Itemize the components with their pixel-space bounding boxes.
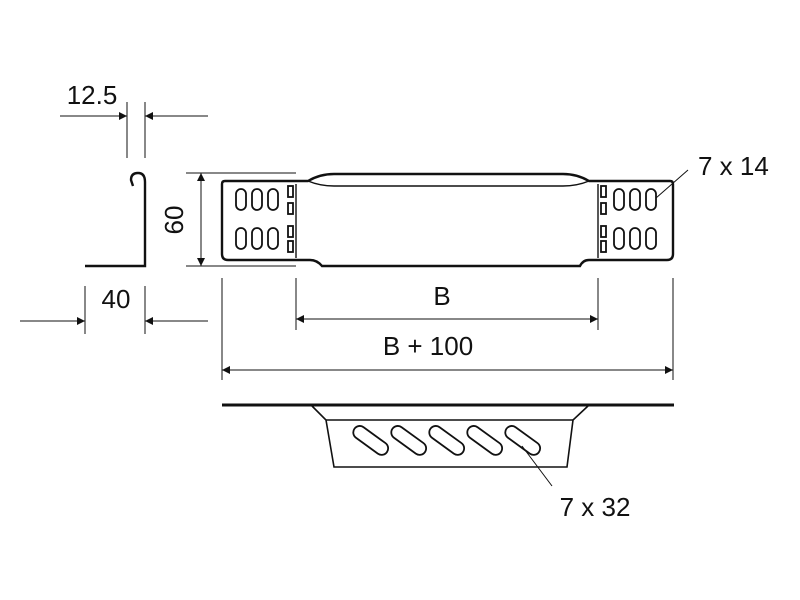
top-view-plate [220, 172, 675, 268]
dim-height: 60 [159, 172, 296, 267]
left-slot-group [235, 185, 294, 253]
label-flange-width: 40 [102, 284, 131, 314]
label-slot-section: 7 x 32 [560, 492, 631, 522]
dim-inner-width: B [295, 278, 599, 330]
side-profile [85, 171, 147, 268]
label-slot-top-view: 7 x 14 [698, 151, 769, 181]
dim-flange-width: 40 [20, 284, 208, 334]
label-inner-width: B [433, 281, 450, 311]
right-slot-group [600, 185, 657, 253]
label-total-width: B + 100 [383, 331, 473, 361]
label-flange-thickness: 12.5 [67, 80, 118, 110]
dim-slot-section: 7 x 32 [521, 445, 631, 522]
section-slot-group [352, 425, 542, 456]
dim-total-width: B + 100 [221, 278, 674, 380]
section-view [222, 403, 674, 468]
dim-slot-top-view: 7 x 14 [655, 151, 769, 199]
dim-flange-thickness: 12.5 [60, 80, 208, 158]
label-height: 60 [159, 206, 189, 235]
